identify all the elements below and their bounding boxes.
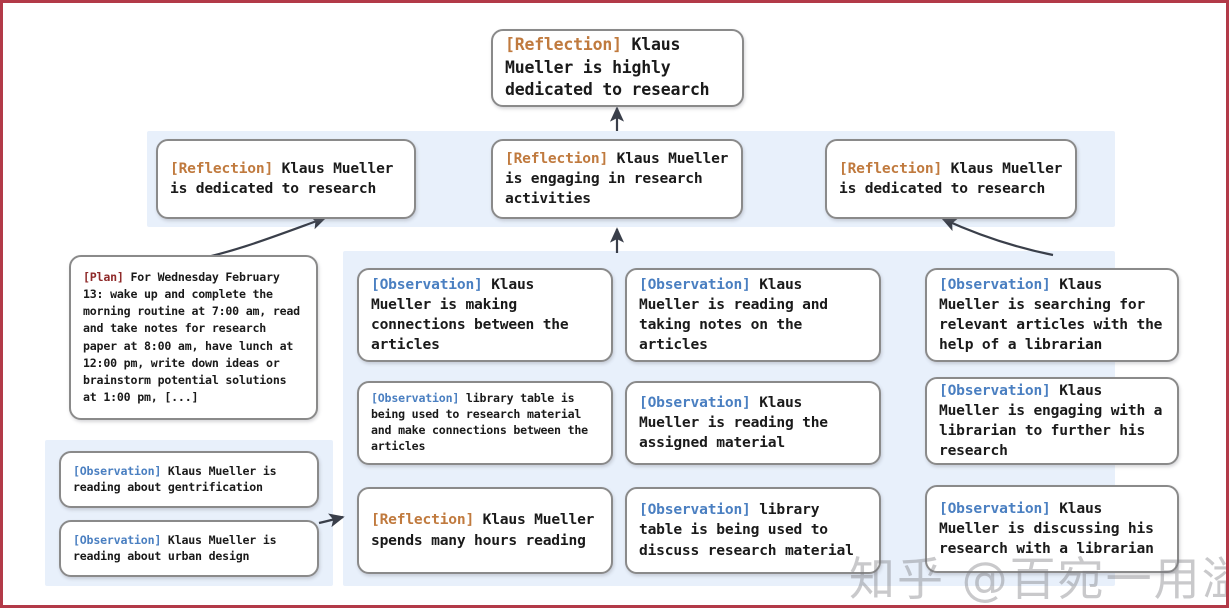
node-col4-item-1[interactable]: [Observation] Klaus Mueller is searching… xyxy=(925,268,1179,362)
node-col4-item-2[interactable]: [Observation] Klaus Mueller is engaging … xyxy=(925,377,1179,465)
node-text: [Observation] Klaus Mueller is searching… xyxy=(939,275,1165,356)
node-text: [Observation] Klaus Mueller is reading t… xyxy=(639,393,867,453)
node-left-observation-2[interactable]: [Observation] Klaus Mueller is reading a… xyxy=(59,520,319,577)
node-text: [Reflection] Klaus Mueller is highly ded… xyxy=(505,34,730,102)
node-col4-item-3[interactable]: [Observation] Klaus Mueller is discussin… xyxy=(925,485,1179,573)
node-reflection-middle[interactable]: [Reflection] Klaus Mueller is engaging i… xyxy=(491,139,743,219)
node-body: For Wednesday February 13: wake up and c… xyxy=(83,270,300,405)
node-body: Klaus Mueller is highly dedicated to res… xyxy=(505,34,710,100)
node-text: [Observation] Klaus Mueller is making co… xyxy=(371,275,599,356)
node-body: Klaus Mueller spends many hours reading xyxy=(371,511,595,549)
node-col3-item-3[interactable]: [Observation] library table is being use… xyxy=(625,487,881,574)
tag-observation: [Observation] xyxy=(639,393,751,411)
node-text: [Observation] Klaus Mueller is discussin… xyxy=(939,499,1165,559)
node-text: [Observation] library table is being use… xyxy=(639,500,867,560)
tag-observation: [Observation] xyxy=(939,381,1051,399)
node-body: library table is being used to research … xyxy=(371,391,588,453)
tag-observation: [Observation] xyxy=(639,275,751,293)
node-col2-item-1[interactable]: [Observation] Klaus Mueller is making co… xyxy=(357,268,613,362)
node-plan[interactable]: [Plan] For Wednesday February 13: wake u… xyxy=(69,255,318,420)
node-top-reflection[interactable]: [Reflection] Klaus Mueller is highly ded… xyxy=(491,29,744,107)
node-body: Klaus Mueller is dedicated to research xyxy=(839,159,1063,197)
node-body: Klaus Mueller is reading and taking note… xyxy=(639,275,828,354)
tag-plan: [Plan] xyxy=(83,270,124,284)
node-text: [Observation] Klaus Mueller is reading a… xyxy=(73,464,305,496)
tag-observation: [Observation] xyxy=(73,463,162,478)
node-body: library table is being used to discuss r… xyxy=(639,501,854,559)
node-body: Klaus Mueller is reading about urban des… xyxy=(73,532,277,563)
node-col2-item-2[interactable]: [Observation] library table is being use… xyxy=(357,381,613,465)
node-text: [Observation] Klaus Mueller is engaging … xyxy=(939,381,1165,462)
node-body: Klaus Mueller is engaging with a librari… xyxy=(939,381,1163,460)
tag-reflection: [Reflection] xyxy=(371,511,475,529)
node-body: Klaus Mueller is reading the assigned ma… xyxy=(639,393,828,452)
node-col3-item-1[interactable]: [Observation] Klaus Mueller is reading a… xyxy=(625,268,881,362)
tag-reflection: [Reflection] xyxy=(839,159,943,177)
tag-observation: [Observation] xyxy=(939,275,1051,293)
node-body: Klaus Mueller is reading about gentrific… xyxy=(73,463,277,494)
tag-reflection: [Reflection] xyxy=(505,149,609,167)
node-reflection-left[interactable]: [Reflection] Klaus Mueller is dedicated … xyxy=(156,139,416,219)
node-text: [Reflection] Klaus Mueller is dedicated … xyxy=(170,159,402,199)
node-col2-item-3[interactable]: [Reflection] Klaus Mueller spends many h… xyxy=(357,487,613,574)
node-body: Klaus Mueller is discussing his research… xyxy=(939,499,1154,558)
node-text: [Observation] Klaus Mueller is reading a… xyxy=(639,275,867,356)
tag-observation: [Observation] xyxy=(639,501,751,519)
tag-observation: [Observation] xyxy=(73,532,162,547)
node-reflection-right[interactable]: [Reflection] Klaus Mueller is dedicated … xyxy=(825,139,1077,219)
node-left-observation-1[interactable]: [Observation] Klaus Mueller is reading a… xyxy=(59,451,319,508)
node-text: [Reflection] Klaus Mueller spends many h… xyxy=(371,510,599,550)
tag-observation: [Observation] xyxy=(371,391,460,406)
node-text: [Observation] Klaus Mueller is reading a… xyxy=(73,533,305,565)
node-body: Klaus Mueller is searching for relevant … xyxy=(939,275,1163,354)
node-text: [Reflection] Klaus Mueller is engaging i… xyxy=(505,149,729,209)
node-text: [Observation] library table is being use… xyxy=(371,391,599,455)
node-body: Klaus Mueller is engaging in research ac… xyxy=(505,149,729,208)
node-body: Klaus Mueller is dedicated to research xyxy=(170,159,394,197)
node-col3-item-2[interactable]: [Observation] Klaus Mueller is reading t… xyxy=(625,381,881,465)
tag-observation: [Observation] xyxy=(371,275,483,293)
node-text: [Reflection] Klaus Mueller is dedicated … xyxy=(839,159,1063,199)
tag-reflection: [Reflection] xyxy=(170,159,274,177)
node-body: Klaus Mueller is making connections betw… xyxy=(371,275,569,354)
tag-reflection: [Reflection] xyxy=(505,34,622,54)
node-text: [Plan] For Wednesday February 13: wake u… xyxy=(83,269,304,406)
tag-observation: [Observation] xyxy=(939,499,1051,517)
